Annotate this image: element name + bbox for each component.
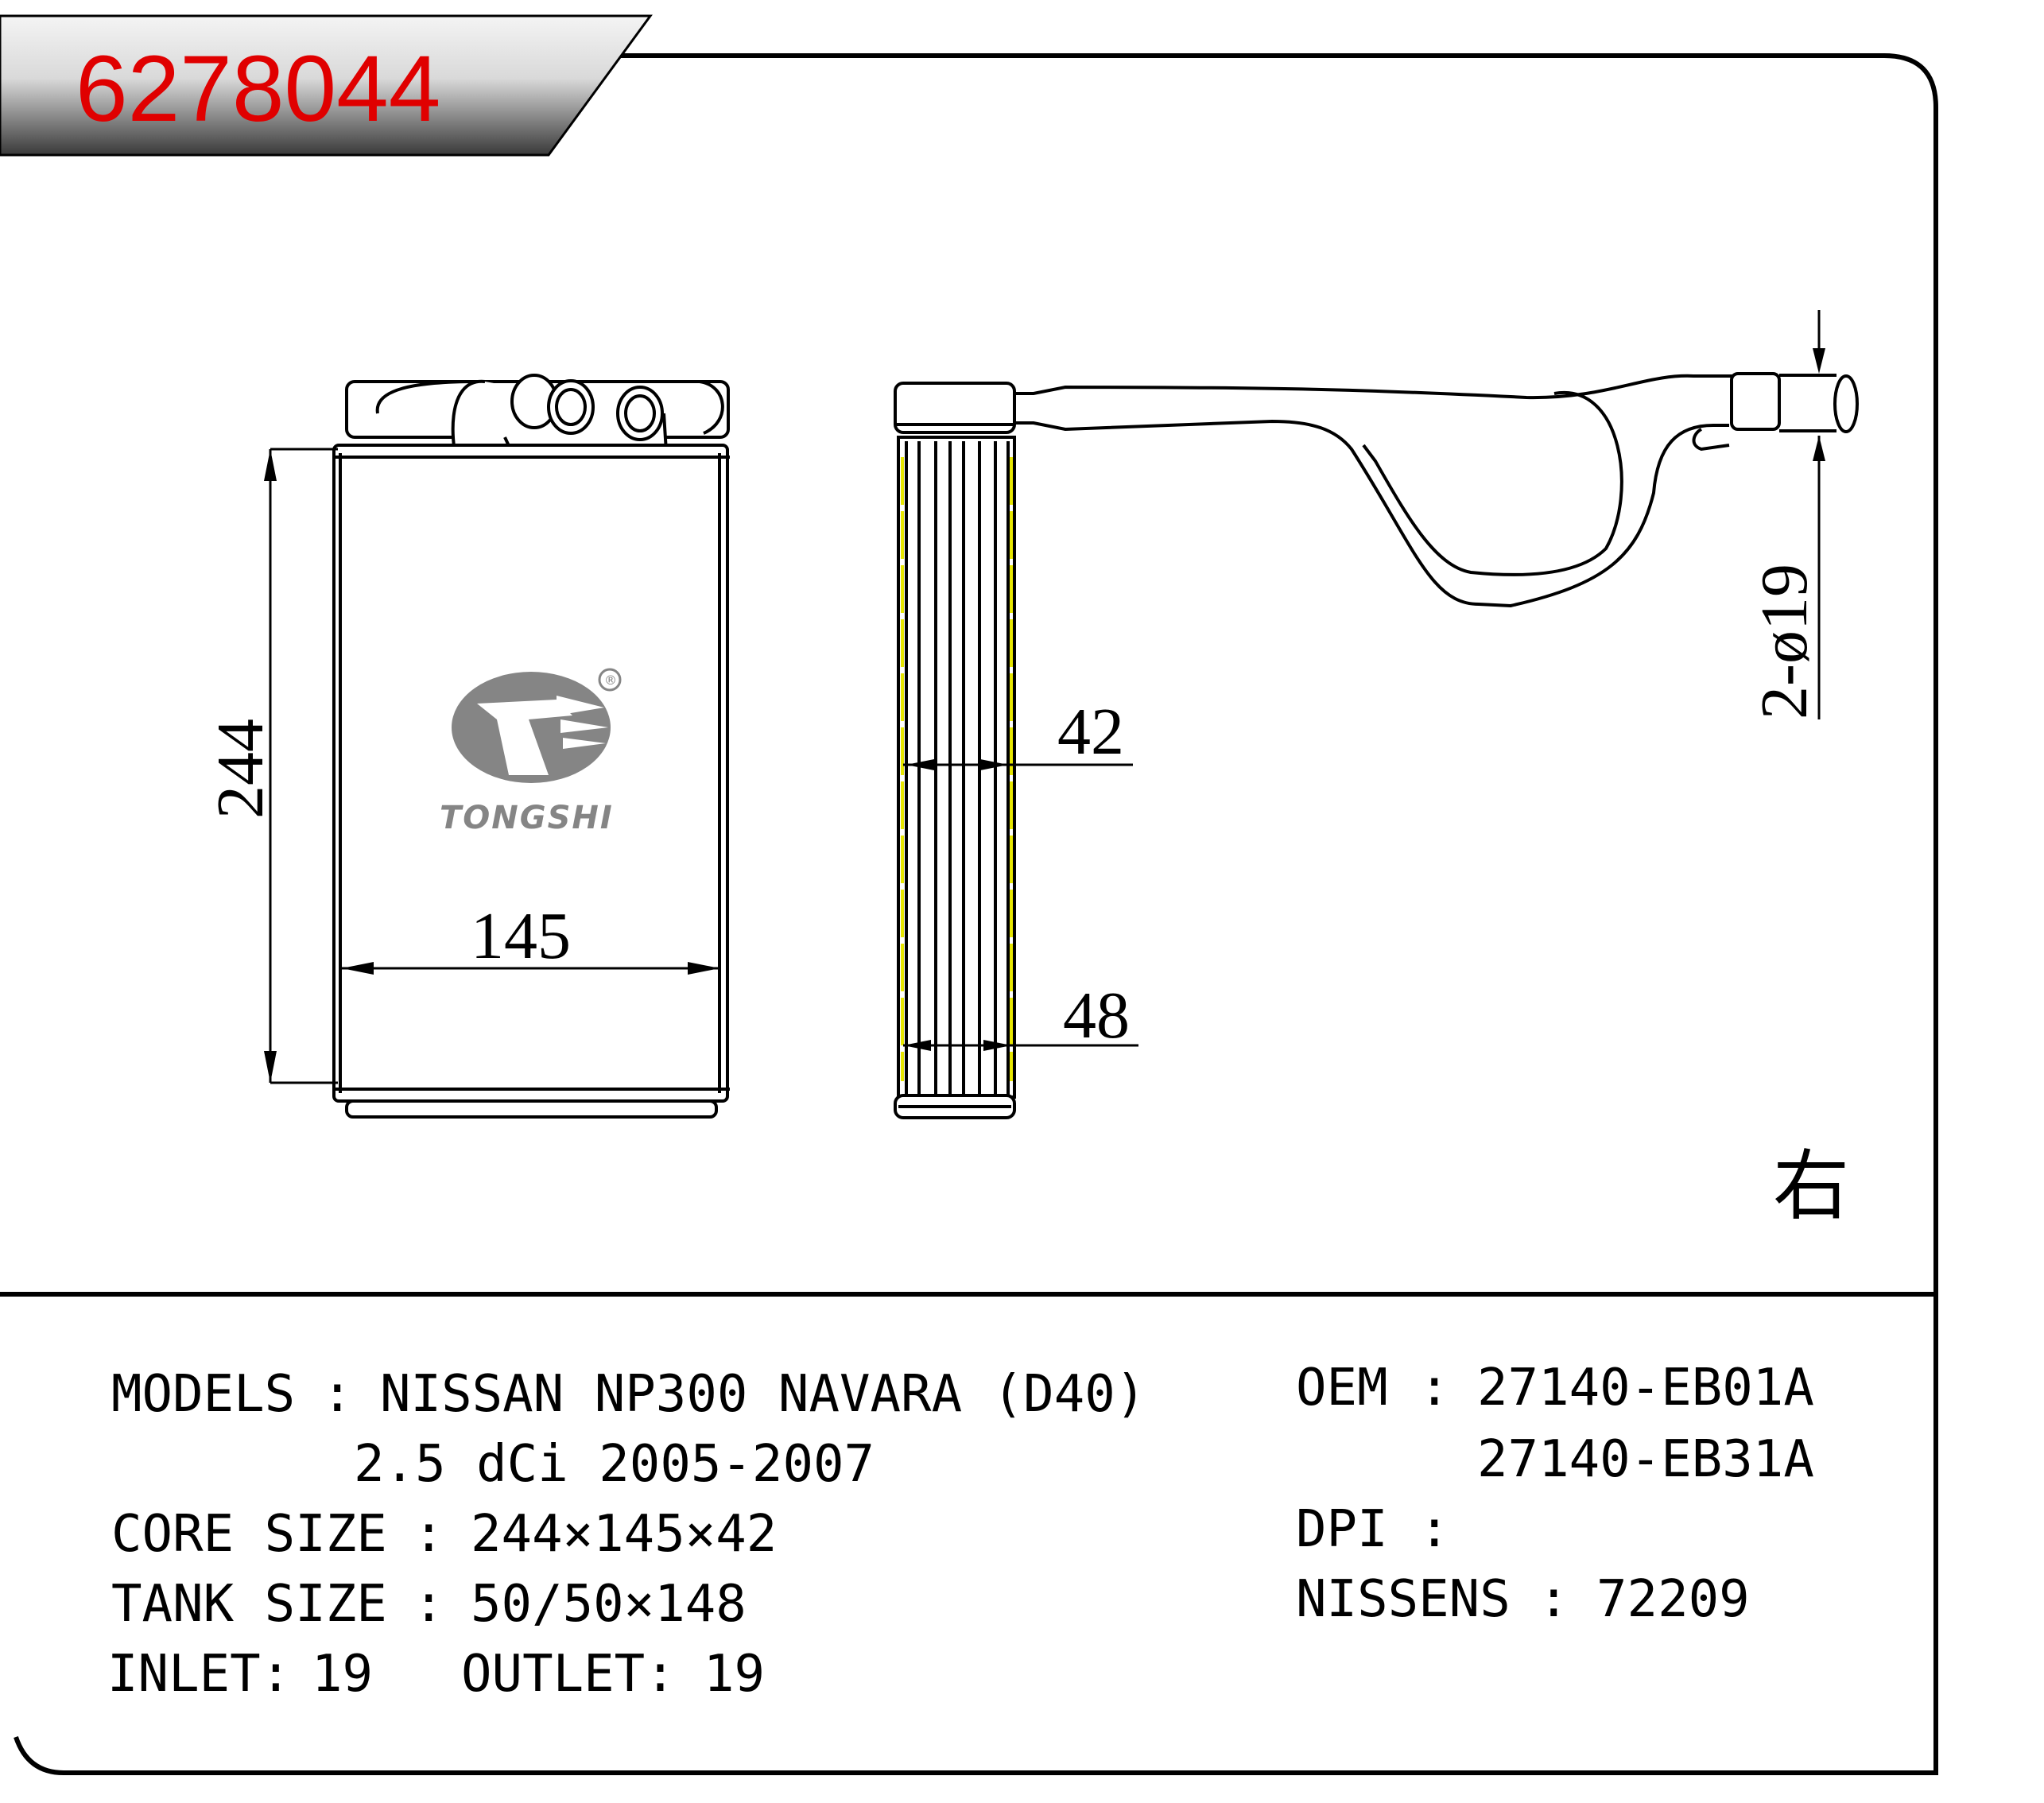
dimension-width: 145 xyxy=(471,899,571,973)
oem-value-1: 27140-EB01A xyxy=(1477,1359,1814,1417)
oem-label: OEM xyxy=(1296,1359,1388,1417)
tank-size-label: TANK SIZE xyxy=(111,1575,387,1634)
core-size-separator: : xyxy=(413,1505,444,1564)
part-number: 6278044 xyxy=(76,37,440,142)
tank-size-separator: : xyxy=(413,1575,444,1634)
side-label: 右 xyxy=(1773,1142,1849,1231)
side-view xyxy=(894,310,1859,1119)
dimension-pipe-diameter: 2-ø19 xyxy=(1747,564,1821,719)
registered-mark: ® xyxy=(604,673,617,688)
nissens-separator: : xyxy=(1538,1570,1569,1629)
nissens-value: 72209 xyxy=(1596,1570,1750,1629)
dpi-separator: : xyxy=(1419,1500,1450,1559)
brand-name: TONGSHI xyxy=(440,800,614,836)
oem-value-2: 27140-EB31A xyxy=(1477,1430,1814,1489)
inlet-value: 19 xyxy=(312,1645,374,1704)
nissens-label: NISSENS xyxy=(1296,1570,1511,1629)
part-number-banner: 6278044 xyxy=(0,14,653,157)
oem-separator: : xyxy=(1419,1359,1450,1417)
dpi-label: DPI xyxy=(1296,1500,1388,1559)
core-size-label: CORE SIZE xyxy=(111,1505,387,1564)
models-value: NISSAN NP300 NAVARA (D40) xyxy=(380,1365,1146,1424)
core-size-value: 244×145×42 xyxy=(471,1505,778,1564)
tongshi-logo: ® TONGSHI xyxy=(440,668,622,836)
dimension-height: 244 xyxy=(204,719,277,819)
models-separator: : xyxy=(322,1365,353,1424)
dimension-core-thickness: 42 xyxy=(1057,695,1124,769)
models-label: MODELS xyxy=(111,1365,296,1424)
tank-size-value: 50/50×148 xyxy=(471,1575,747,1634)
inlet-label: INLET: xyxy=(107,1645,292,1704)
outlet-value: 19 xyxy=(704,1645,766,1704)
models-value-2: 2.5 dCi 2005-2007 xyxy=(354,1435,875,1494)
outlet-label: OUTLET: xyxy=(461,1645,676,1704)
dimension-tank-thickness: 48 xyxy=(1063,979,1130,1053)
sheet-frame xyxy=(0,53,1938,1775)
